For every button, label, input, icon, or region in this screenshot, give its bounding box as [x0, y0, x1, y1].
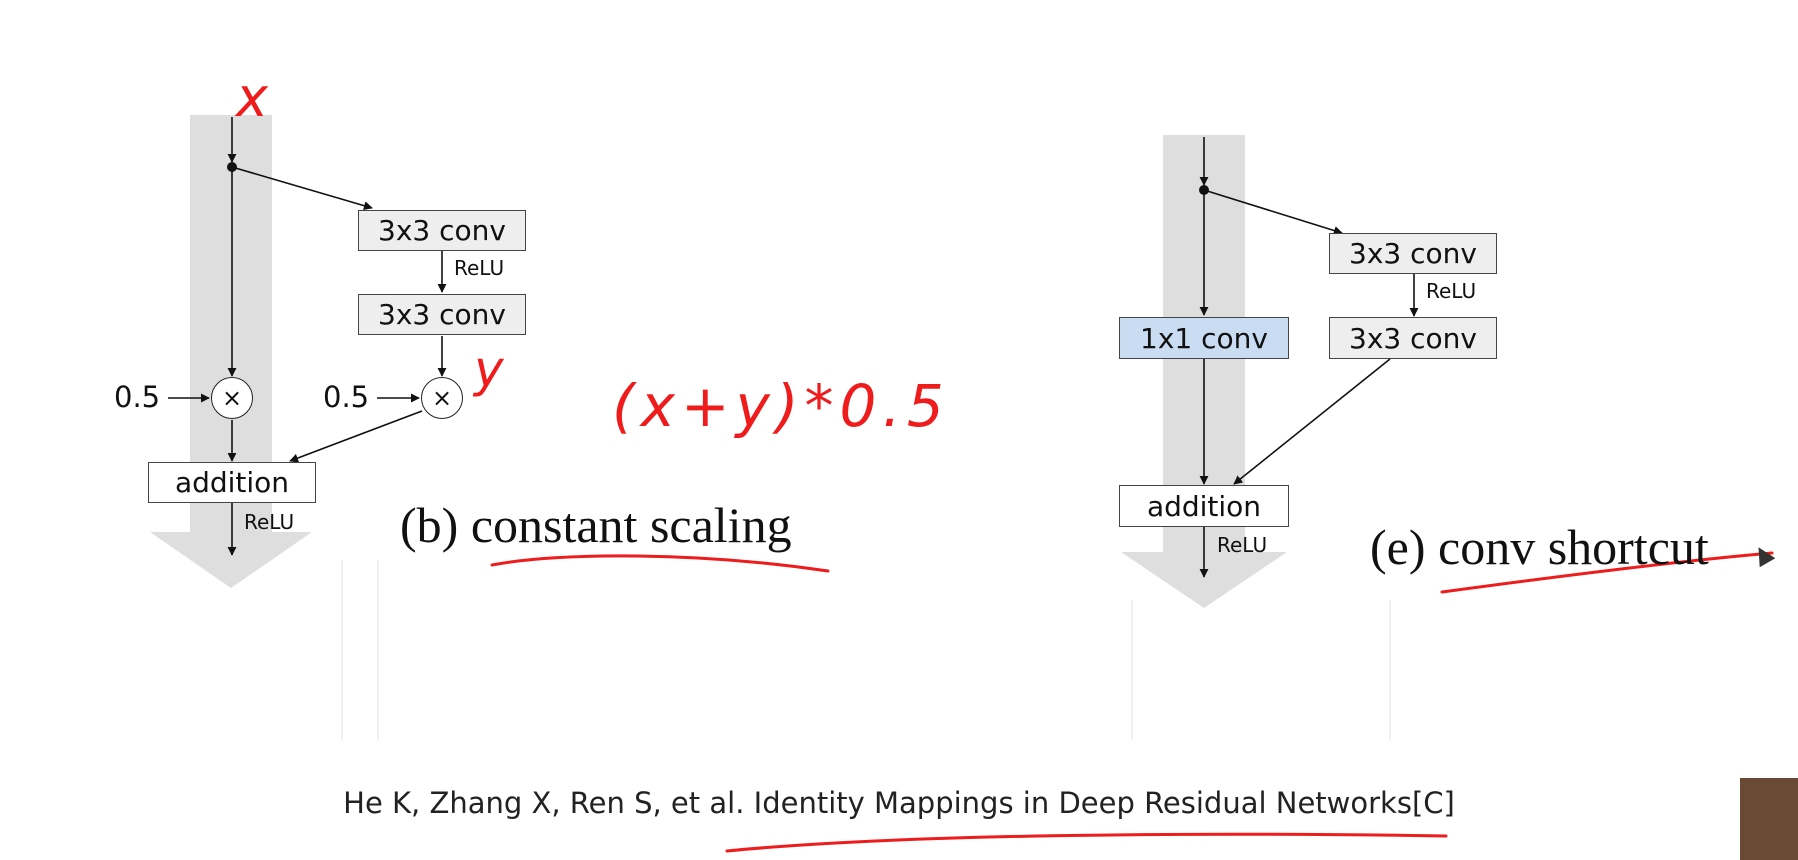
b-branch-arrow	[231, 166, 373, 211]
e-branch-arrow	[1203, 189, 1343, 235]
b-branch-add-arrow	[289, 410, 423, 463]
b-conv1-box: 3x3 conv	[358, 210, 526, 251]
e-addition-box: addition	[1119, 485, 1289, 527]
underline-constant-scaling	[490, 554, 830, 573]
webcam-thumbnail	[1740, 778, 1798, 860]
caption-e-prefix: (e)	[1370, 519, 1426, 575]
b-addition-box: addition	[148, 462, 316, 503]
b-relu-mid-label: ReLU	[454, 256, 505, 280]
caption-b-prefix: (b)	[400, 497, 459, 553]
b-conv2-box: 3x3 conv	[358, 294, 526, 335]
caption-b: (b) constant scaling	[400, 496, 792, 554]
annotation-x: x	[236, 66, 268, 129]
e-shortcut-conv-box: 1x1 conv	[1119, 317, 1289, 359]
b-split-dot	[227, 162, 237, 172]
e-conv2-box: 3x3 conv	[1329, 317, 1497, 359]
citation-title: Identity Mappings in Deep Residual Netwo…	[753, 786, 1455, 820]
e-branch-add-arrow	[1233, 358, 1391, 485]
e-split-dot	[1199, 185, 1209, 195]
underline-conv-shortcut	[1440, 551, 1774, 594]
caption-e-title: conv shortcut	[1438, 519, 1709, 575]
citation-prefix: He K, Zhang X, Ren S, et al.	[343, 786, 745, 820]
e-relu-out-label: ReLU	[1217, 533, 1268, 557]
annotation-y: y	[474, 340, 504, 398]
b-relu-out-label: ReLU	[244, 510, 295, 534]
annotation-formula: (x+y)*0.5	[612, 372, 950, 440]
citation: He K, Zhang X, Ren S, et al. Identity Ma…	[0, 786, 1798, 820]
e-relu-mid-label: ReLU	[1426, 279, 1477, 303]
caption-e: (e) conv shortcut	[1370, 518, 1709, 576]
underline-citation-title	[725, 832, 1448, 853]
b-mult-left-node: ×	[211, 377, 253, 419]
b-scale-right-label: 0.5	[323, 380, 370, 414]
b-scale-left-label: 0.5	[114, 380, 161, 414]
caption-b-title: constant scaling	[470, 497, 792, 553]
e-conv1-box: 3x3 conv	[1329, 233, 1497, 274]
b-mult-right-node: ×	[421, 377, 463, 419]
